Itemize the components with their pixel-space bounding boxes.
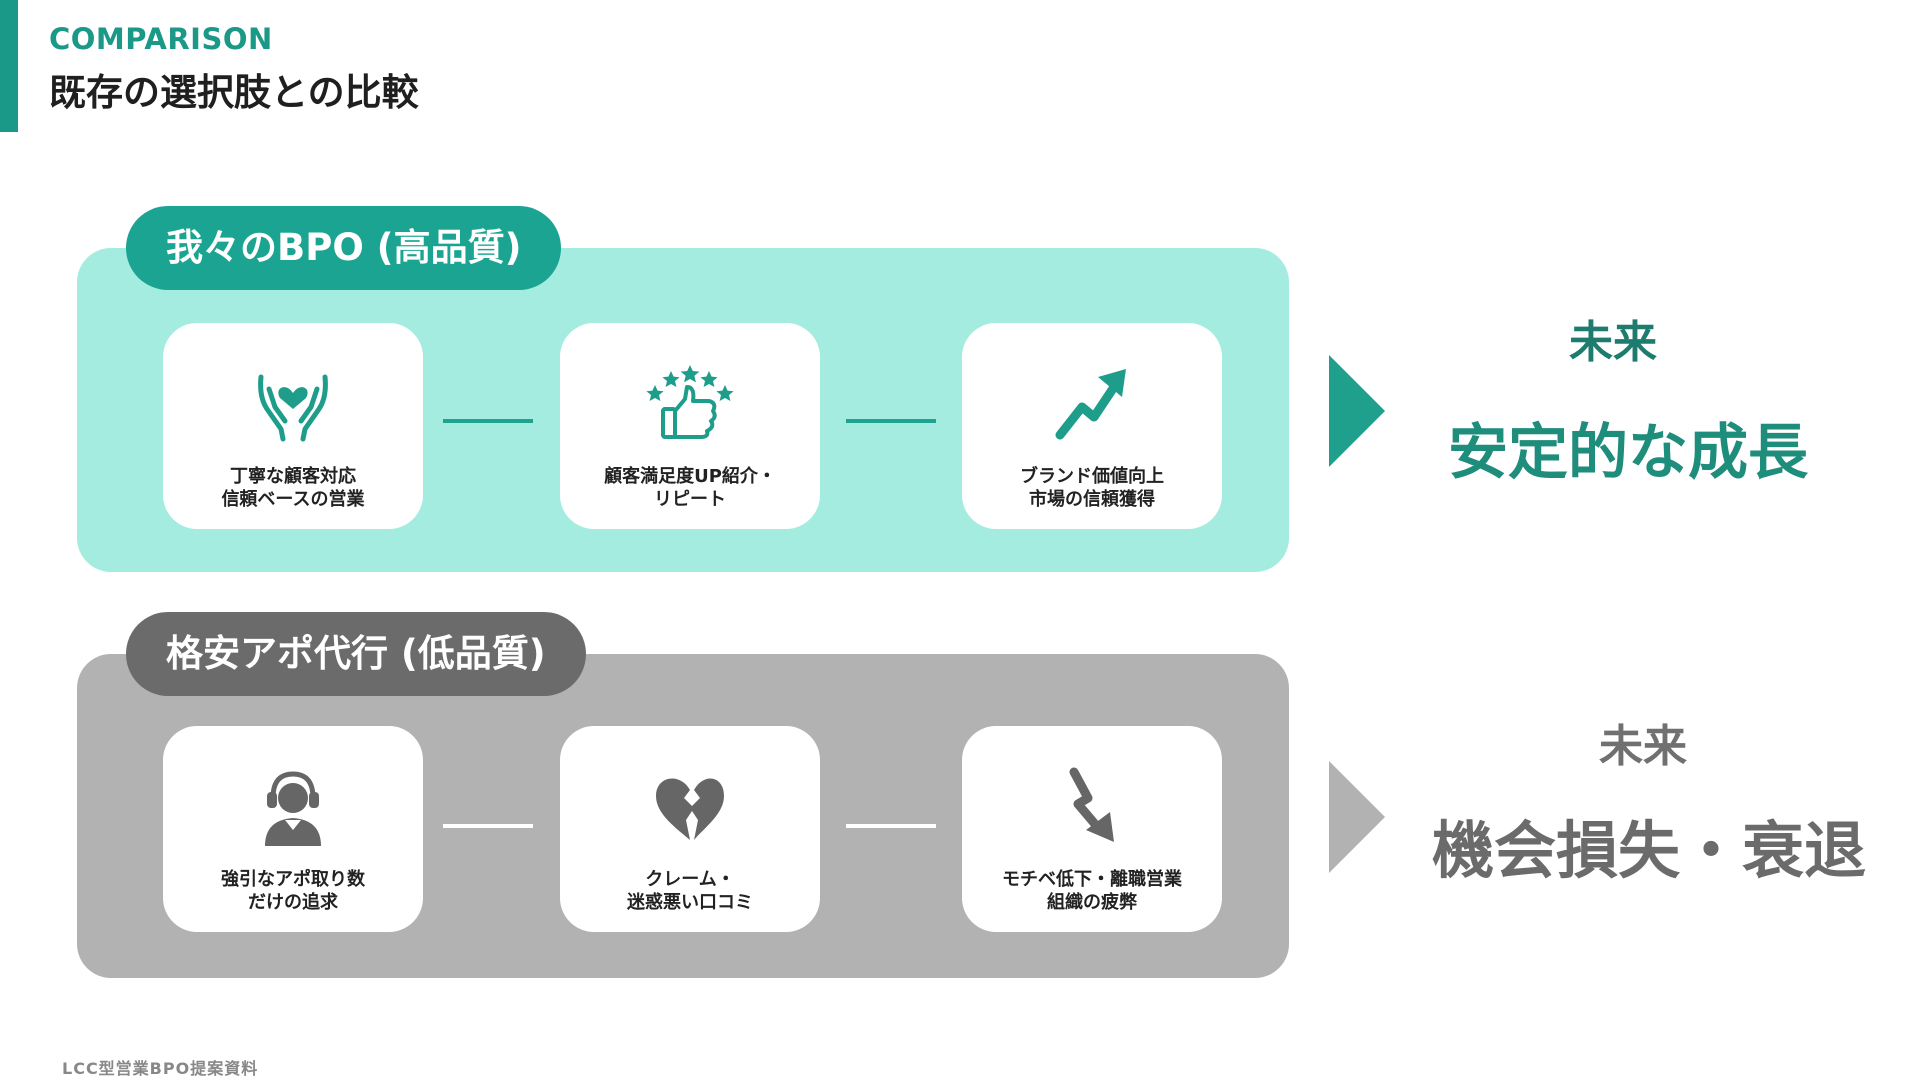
good-card-2: 顧客満足度UP紹介・ リピート: [560, 323, 820, 529]
good-arrow-icon: [1329, 355, 1385, 467]
good-card-1: 丁寧な顧客対応 信頼ベースの営業: [163, 323, 423, 529]
bad-panel-label: 格安アポ代行 (低品質): [126, 612, 586, 696]
trend-down-arrow-icon: [962, 766, 1222, 846]
bad-card-3: モチベ低下・離職営業 組織の疲弊: [962, 726, 1222, 932]
connector-line: [443, 824, 533, 828]
page-title: 既存の選択肢との比較: [49, 71, 419, 114]
bad-future-label: 未来: [1599, 721, 1687, 772]
headset-operator-icon: [163, 766, 423, 846]
footer-text: LCC型営業BPO提案資料: [62, 1059, 259, 1078]
connector-line: [846, 824, 936, 828]
connector-line: [443, 419, 533, 423]
good-future-label: 未来: [1569, 317, 1657, 368]
connector-line: [846, 419, 936, 423]
good-panel-label: 我々のBPO (高品質): [126, 206, 562, 290]
card-caption-line: ブランド価値向上: [1020, 466, 1164, 487]
card-caption-line: だけの追求: [248, 892, 338, 913]
good-card-3: ブランド価値向上 市場の信頼獲得: [962, 323, 1222, 529]
thumbs-up-stars-icon: [560, 363, 820, 443]
card-caption-line: リピート: [654, 489, 726, 510]
heart-hands-icon: [163, 363, 423, 443]
card-caption-line: 顧客満足度UP紹介・: [604, 466, 776, 487]
card-caption-line: 組織の疲弊: [1047, 892, 1137, 913]
bad-future-text: 機会損失・衰退: [1432, 814, 1867, 887]
card-caption-line: モチベ低下・離職営業: [1002, 869, 1182, 890]
card-caption-line: 丁寧な顧客対応: [230, 466, 356, 487]
section-eyebrow: COMPARISON: [49, 22, 273, 56]
broken-heart-icon: [560, 766, 820, 846]
card-caption-line: 強引なアポ取り数: [221, 869, 365, 890]
accent-bar: [0, 0, 18, 132]
card-caption-line: 迷惑悪い口コミ: [627, 892, 753, 913]
good-future-text: 安定的な成長: [1448, 418, 1808, 488]
bad-card-2: クレーム・ 迷惑悪い口コミ: [560, 726, 820, 932]
card-caption-line: 市場の信頼獲得: [1029, 489, 1155, 510]
trend-up-arrow-icon: [962, 363, 1222, 443]
bad-arrow-icon: [1329, 761, 1385, 873]
card-caption-line: クレーム・: [645, 869, 735, 890]
card-caption-line: 信頼ベースの営業: [221, 489, 365, 510]
bad-card-1: 強引なアポ取り数 だけの追求: [163, 726, 423, 932]
